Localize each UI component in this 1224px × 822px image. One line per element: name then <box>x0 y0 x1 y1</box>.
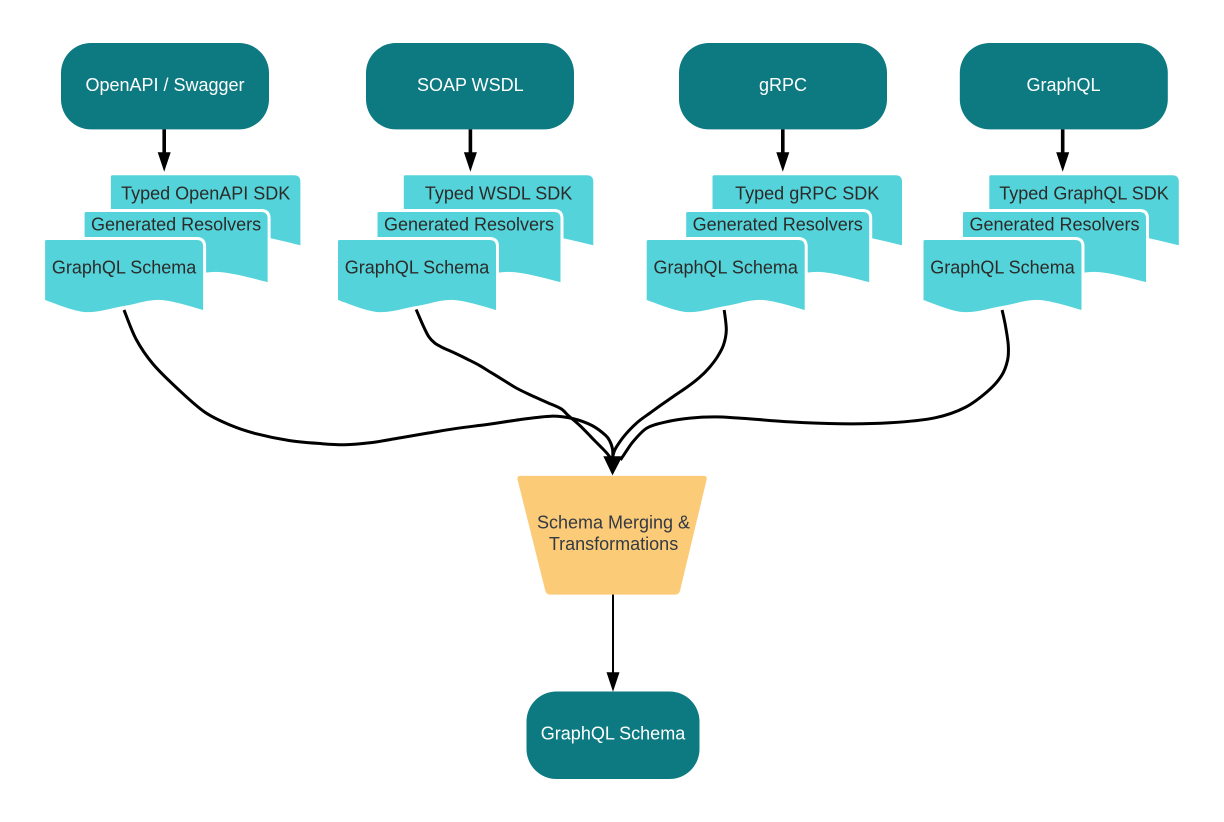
svg-text:Generated Resolvers: Generated Resolvers <box>969 215 1139 235</box>
svg-text:Generated Resolvers: Generated Resolvers <box>91 215 261 235</box>
svg-text:Schema Merging &: Schema Merging & <box>537 513 690 533</box>
svg-text:GraphQL: GraphQL <box>1026 75 1100 95</box>
svg-text:Typed OpenAPI SDK: Typed OpenAPI SDK <box>121 184 290 204</box>
svg-text:GraphQL Schema: GraphQL Schema <box>930 258 1075 278</box>
svg-text:GraphQL Schema: GraphQL Schema <box>653 258 798 278</box>
svg-text:gRPC: gRPC <box>759 75 807 95</box>
svg-text:OpenAPI / Swagger: OpenAPI / Swagger <box>85 75 244 95</box>
svg-text:SOAP WSDL: SOAP WSDL <box>417 75 524 95</box>
svg-text:GraphQL Schema: GraphQL Schema <box>345 258 490 278</box>
svg-text:GraphQL Schema: GraphQL Schema <box>52 258 197 278</box>
svg-text:GraphQL Schema: GraphQL Schema <box>541 723 686 743</box>
svg-text:Typed WSDL SDK: Typed WSDL SDK <box>425 184 572 204</box>
svg-text:Typed GraphQL SDK: Typed GraphQL SDK <box>999 184 1168 204</box>
svg-text:Generated Resolvers: Generated Resolvers <box>693 215 863 235</box>
svg-text:Typed gRPC SDK: Typed gRPC SDK <box>735 184 879 204</box>
svg-text:Generated Resolvers: Generated Resolvers <box>384 215 554 235</box>
svg-text:Transformations: Transformations <box>549 534 678 554</box>
